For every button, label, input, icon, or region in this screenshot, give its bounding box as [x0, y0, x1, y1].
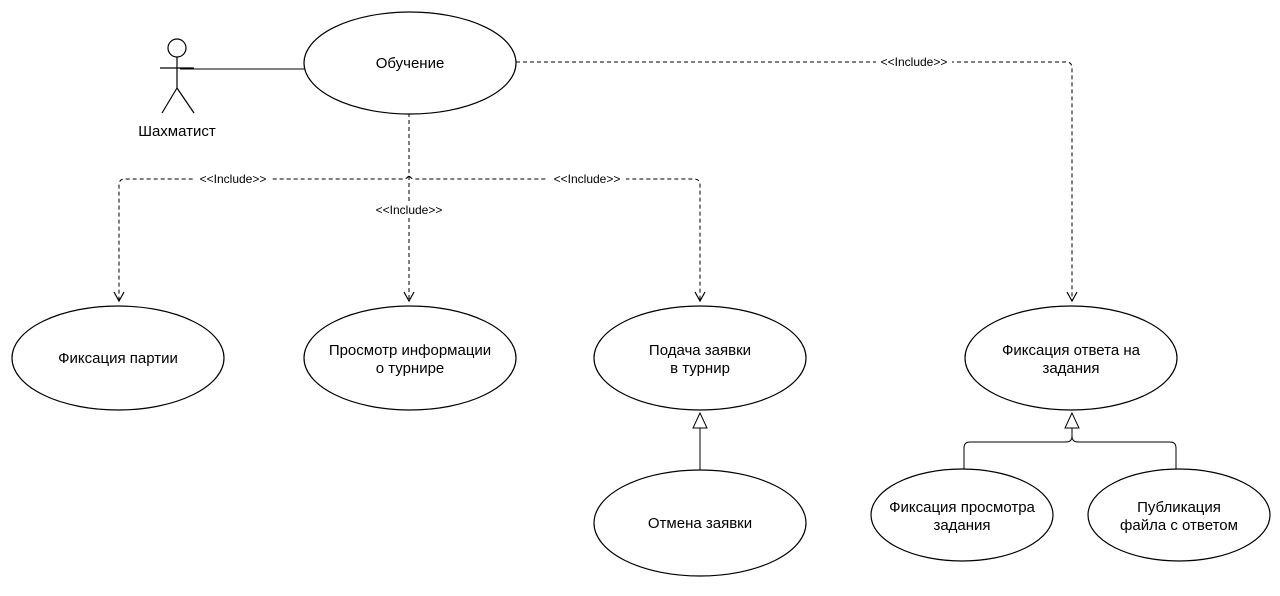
include-label: <<Include>>: [200, 172, 267, 186]
use-case-label: Отмена заявки: [648, 515, 752, 532]
use-case-label: Подача заявки: [649, 342, 751, 359]
use-case-game-record[interactable]: Фиксация партии: [11, 305, 225, 411]
use-case-label: задания: [1042, 360, 1099, 377]
actor-chess-player[interactable]: Шахматист: [138, 38, 216, 140]
use-case-label: Фиксация просмотра: [889, 499, 1035, 516]
use-case-label: Просмотр информации: [329, 342, 491, 359]
generalization-arrowhead: [692, 411, 708, 429]
include-arrow-task-answer: [516, 61, 1078, 303]
use-case-task-answer[interactable]: Фиксация ответа на задания: [964, 305, 1178, 411]
generalization-line: [1071, 435, 1177, 470]
use-case-tournament-info[interactable]: Просмотр информации о турнире: [303, 305, 517, 411]
use-case-cancel-application[interactable]: Отмена заявки: [593, 469, 807, 577]
include-label: <<Include>>: [376, 203, 443, 217]
use-case-label: Фиксация ответа на: [1002, 342, 1141, 359]
use-case-label: Публикация: [1137, 499, 1221, 516]
use-case-label: в турнир: [670, 360, 730, 377]
use-case-tournament-application[interactable]: Подача заявки в турнир: [593, 305, 807, 411]
use-case-label: файла с ответом: [1120, 517, 1238, 534]
generalization-line: [963, 428, 1073, 470]
actor-label: Шахматист: [138, 123, 216, 140]
include-arrow-tournament-application: [408, 113, 706, 303]
use-case-label: Обучение: [376, 55, 445, 72]
include-arrow-game-record: [113, 113, 410, 303]
include-label: <<Include>>: [554, 172, 621, 186]
use-case-answer-file[interactable]: Публикация файла с ответом: [1087, 468, 1271, 562]
use-case-label: задания: [933, 517, 990, 534]
include-label: <<Include>>: [881, 55, 948, 69]
use-case-task-view[interactable]: Фиксация просмотра задания: [870, 468, 1054, 562]
use-case-label: о турнире: [376, 360, 445, 377]
generalization-arrowhead: [1064, 411, 1080, 429]
use-case-label: Фиксация партии: [58, 350, 178, 367]
use-case-training[interactable]: Обучение: [303, 11, 517, 115]
